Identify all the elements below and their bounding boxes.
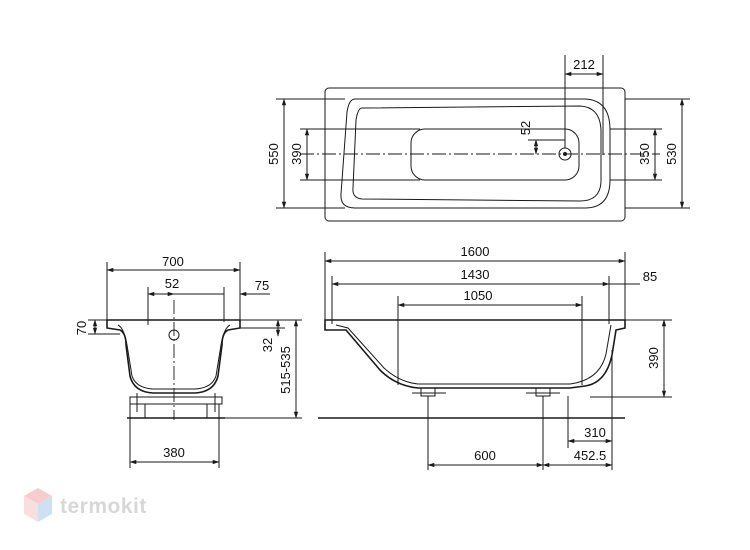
side-view: 700 52 75 70 32 515-535 380 bbox=[74, 254, 302, 468]
dim-550: 550 bbox=[266, 143, 281, 165]
cube-left-face bbox=[24, 496, 38, 522]
front-tub-inner bbox=[335, 324, 612, 385]
dim-390: 390 bbox=[289, 143, 304, 165]
dim-1600: 1600 bbox=[461, 244, 490, 259]
front-leg-bracket bbox=[420, 387, 436, 397]
cube-icon bbox=[24, 488, 52, 522]
dim-515-535: 515-535 bbox=[278, 346, 293, 394]
dim-52: 52 bbox=[518, 121, 533, 135]
plan-view: 212 550 390 52 350 530 bbox=[266, 55, 690, 222]
dim-310: 310 bbox=[584, 425, 606, 440]
dim-70: 70 bbox=[74, 321, 89, 335]
cube-right-face bbox=[38, 496, 52, 522]
plan-bottom-panel bbox=[410, 128, 580, 181]
side-frame bbox=[129, 396, 223, 405]
dim-350: 350 bbox=[637, 143, 652, 165]
dim-380: 380 bbox=[163, 445, 185, 460]
dim-52-side: 52 bbox=[165, 276, 179, 291]
front-view: 1600 1430 1050 85 390 310 600 452.5 bbox=[318, 244, 672, 470]
front-leg-bracket bbox=[535, 387, 551, 397]
front-tub-profile bbox=[324, 319, 626, 389]
dim-600: 600 bbox=[474, 448, 496, 463]
dim-700: 700 bbox=[162, 254, 184, 269]
brand-logo: termokit bbox=[24, 488, 147, 522]
dim-452-5: 452.5 bbox=[574, 448, 607, 463]
plan-outer-rim bbox=[324, 87, 626, 222]
dim-212: 212 bbox=[573, 57, 595, 72]
dim-32: 32 bbox=[260, 338, 275, 352]
brand-name: termokit bbox=[60, 495, 147, 518]
side-drain bbox=[168, 329, 180, 341]
dim-75: 75 bbox=[255, 278, 269, 293]
plan-inner-basin-line bbox=[352, 105, 602, 202]
plan-inner-basin bbox=[340, 98, 611, 209]
dim-530: 530 bbox=[664, 143, 679, 165]
dim-1430: 1430 bbox=[461, 267, 490, 282]
dim-390-front: 390 bbox=[646, 347, 661, 369]
dim-85: 85 bbox=[643, 269, 657, 284]
side-tub-profile bbox=[106, 319, 241, 394]
dim-1050: 1050 bbox=[464, 288, 493, 303]
